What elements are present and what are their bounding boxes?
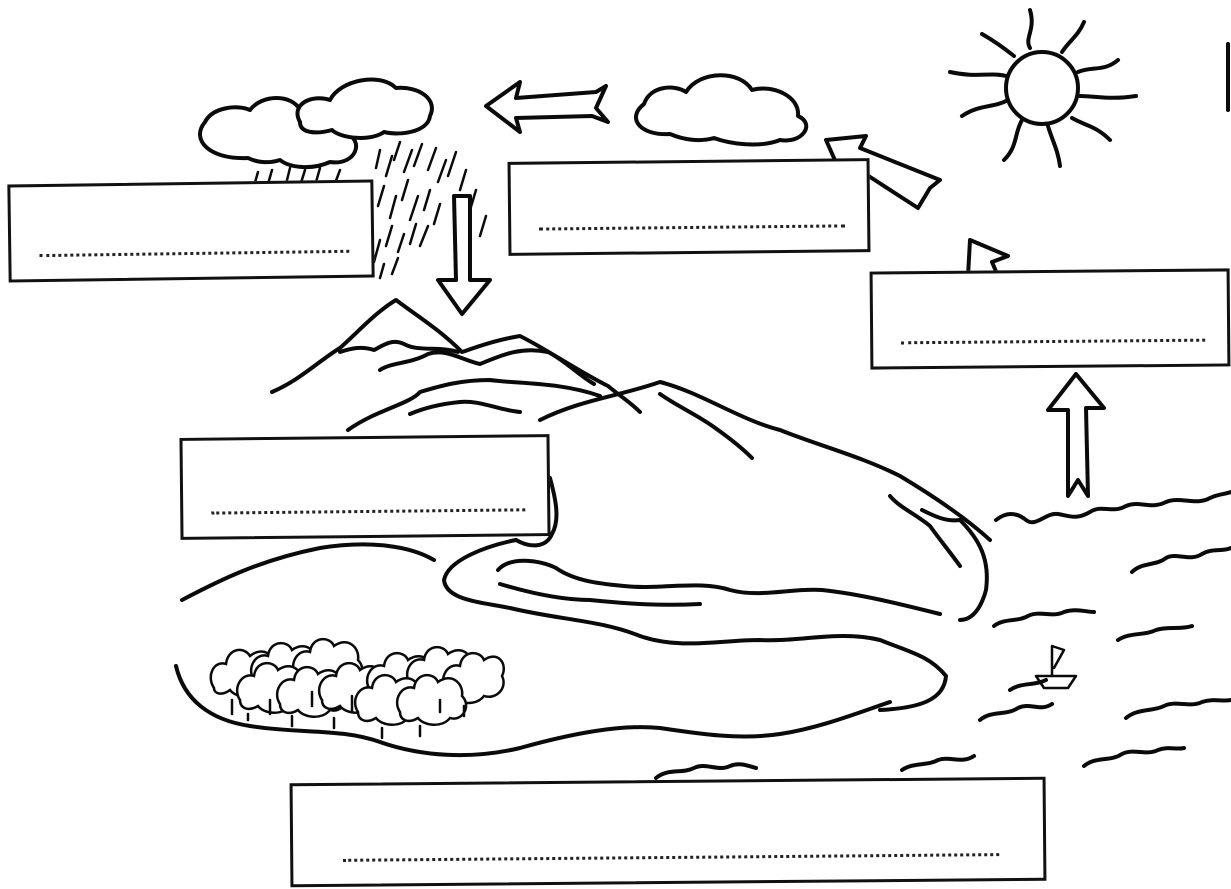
label-box-top-center[interactable]	[508, 158, 871, 256]
sun-icon	[950, 10, 1136, 166]
answer-line	[539, 224, 845, 230]
cloud-icon	[636, 75, 806, 144]
label-box-top-left[interactable]	[7, 179, 374, 282]
arrow-icon	[486, 82, 608, 132]
label-box-middle-left[interactable]	[179, 434, 550, 540]
label-box-right[interactable]	[870, 268, 1231, 369]
answer-line	[343, 853, 999, 862]
arrow-icon	[1048, 374, 1104, 496]
answer-line	[211, 508, 525, 514]
arrow-icon	[438, 196, 490, 314]
tree-icon	[211, 639, 504, 738]
answer-line	[39, 250, 349, 257]
answer-line	[901, 339, 1205, 345]
label-box-bottom[interactable]	[290, 777, 1047, 888]
